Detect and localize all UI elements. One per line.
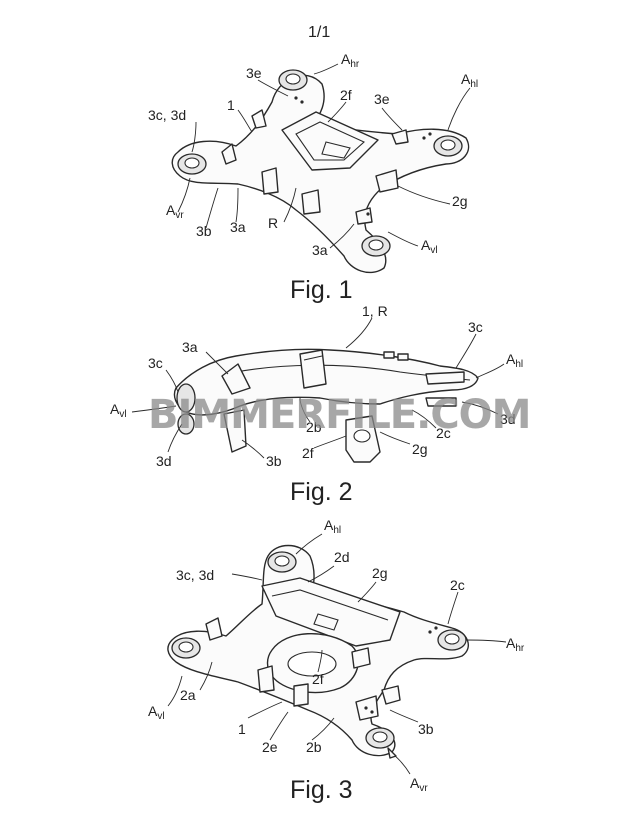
fig2-labels: 1, R 3a 3c 3c Ahl Avl 2b 3d 2c 3d 3b 2f … — [110, 303, 523, 469]
fig1-drawing — [171, 63, 471, 274]
fig3-caption: Fig. 3 — [290, 776, 353, 804]
fig1-label-3a-lower: 3a — [312, 242, 328, 258]
fig3-label-avl: Avl — [148, 703, 165, 722]
fig1-label-ahl: Ahl — [461, 71, 478, 90]
fig1-label-3e-right: 3e — [374, 91, 390, 107]
fig1-label-2f: 2f — [340, 87, 352, 103]
fig1-label-3a: 3a — [230, 219, 246, 235]
fig2-label-3c-left: 3c — [148, 355, 163, 371]
fig2-label-ahl: Ahl — [506, 351, 523, 370]
fig3-label-avr: Avr — [410, 775, 428, 794]
fig3-label-2a: 2a — [180, 687, 196, 703]
fig3-label-ahl: Ahl — [324, 517, 341, 536]
fig1-label-avr: Avr — [166, 202, 184, 221]
fig3-drawing — [167, 533, 507, 775]
fig1-inner-frame — [281, 111, 379, 171]
fig1-labels: Ahr 3e Ahl 3c, 3d 1 2f 3e Avr 3b 3a R 2g… — [148, 51, 478, 258]
fig1-label-3c-3d: 3c, 3d — [148, 107, 186, 123]
fig2-caption: Fig. 2 — [290, 478, 353, 506]
fig3-label-3b: 3b — [418, 721, 434, 737]
fig2-label-2b: 2b — [306, 419, 322, 435]
fig1-label-2g: 2g — [452, 193, 468, 209]
fig3-label-1: 1 — [238, 721, 246, 737]
fig3-label-2b: 2b — [306, 739, 322, 755]
fig1-caption: Fig. 1 — [290, 276, 353, 304]
fig2-label-3b: 3b — [266, 453, 282, 469]
fig2-label-3d-left: 3d — [156, 453, 172, 469]
fig2-label-2f: 2f — [302, 445, 314, 461]
page-number: 1/1 — [308, 24, 330, 41]
fig2-label-2g: 2g — [412, 441, 428, 457]
fig2-label-3c-right: 3c — [468, 319, 483, 335]
fig1-label-3b: 3b — [196, 223, 212, 239]
fig2-drawing — [131, 317, 505, 463]
fig3-label-2g: 2g — [372, 565, 388, 581]
fig1-label-1: 1 — [227, 97, 235, 113]
fig3-labels: Ahl 2d 3c, 3d 2g 2c Ahr 2f 2a Avl 1 3b 2… — [148, 517, 525, 794]
fig2-label-avl: Avl — [110, 401, 127, 420]
fig3-label-2c: 2c — [450, 577, 465, 593]
fig3-label-ahr: Ahr — [506, 635, 525, 654]
fig2-label-3d-right: 3d — [500, 411, 516, 427]
fig3-label-2f: 2f — [312, 671, 324, 687]
fig1-label-3e-left: 3e — [246, 65, 262, 81]
fig3-label-2d: 2d — [334, 549, 350, 565]
fig3-label-2e: 2e — [262, 739, 278, 755]
fig2-label-1-r: 1, R — [362, 303, 388, 319]
fig1-label-avl: Avl — [421, 237, 438, 256]
fig2-label-3a: 3a — [182, 339, 198, 355]
fig1-label-r: R — [268, 215, 278, 231]
fig3-label-3c-3d: 3c, 3d — [176, 567, 214, 583]
fig2-label-2c: 2c — [436, 425, 451, 441]
watermark: BIMMERFILE.COM — [148, 392, 530, 438]
fig1-label-ahr: Ahr — [341, 51, 360, 70]
